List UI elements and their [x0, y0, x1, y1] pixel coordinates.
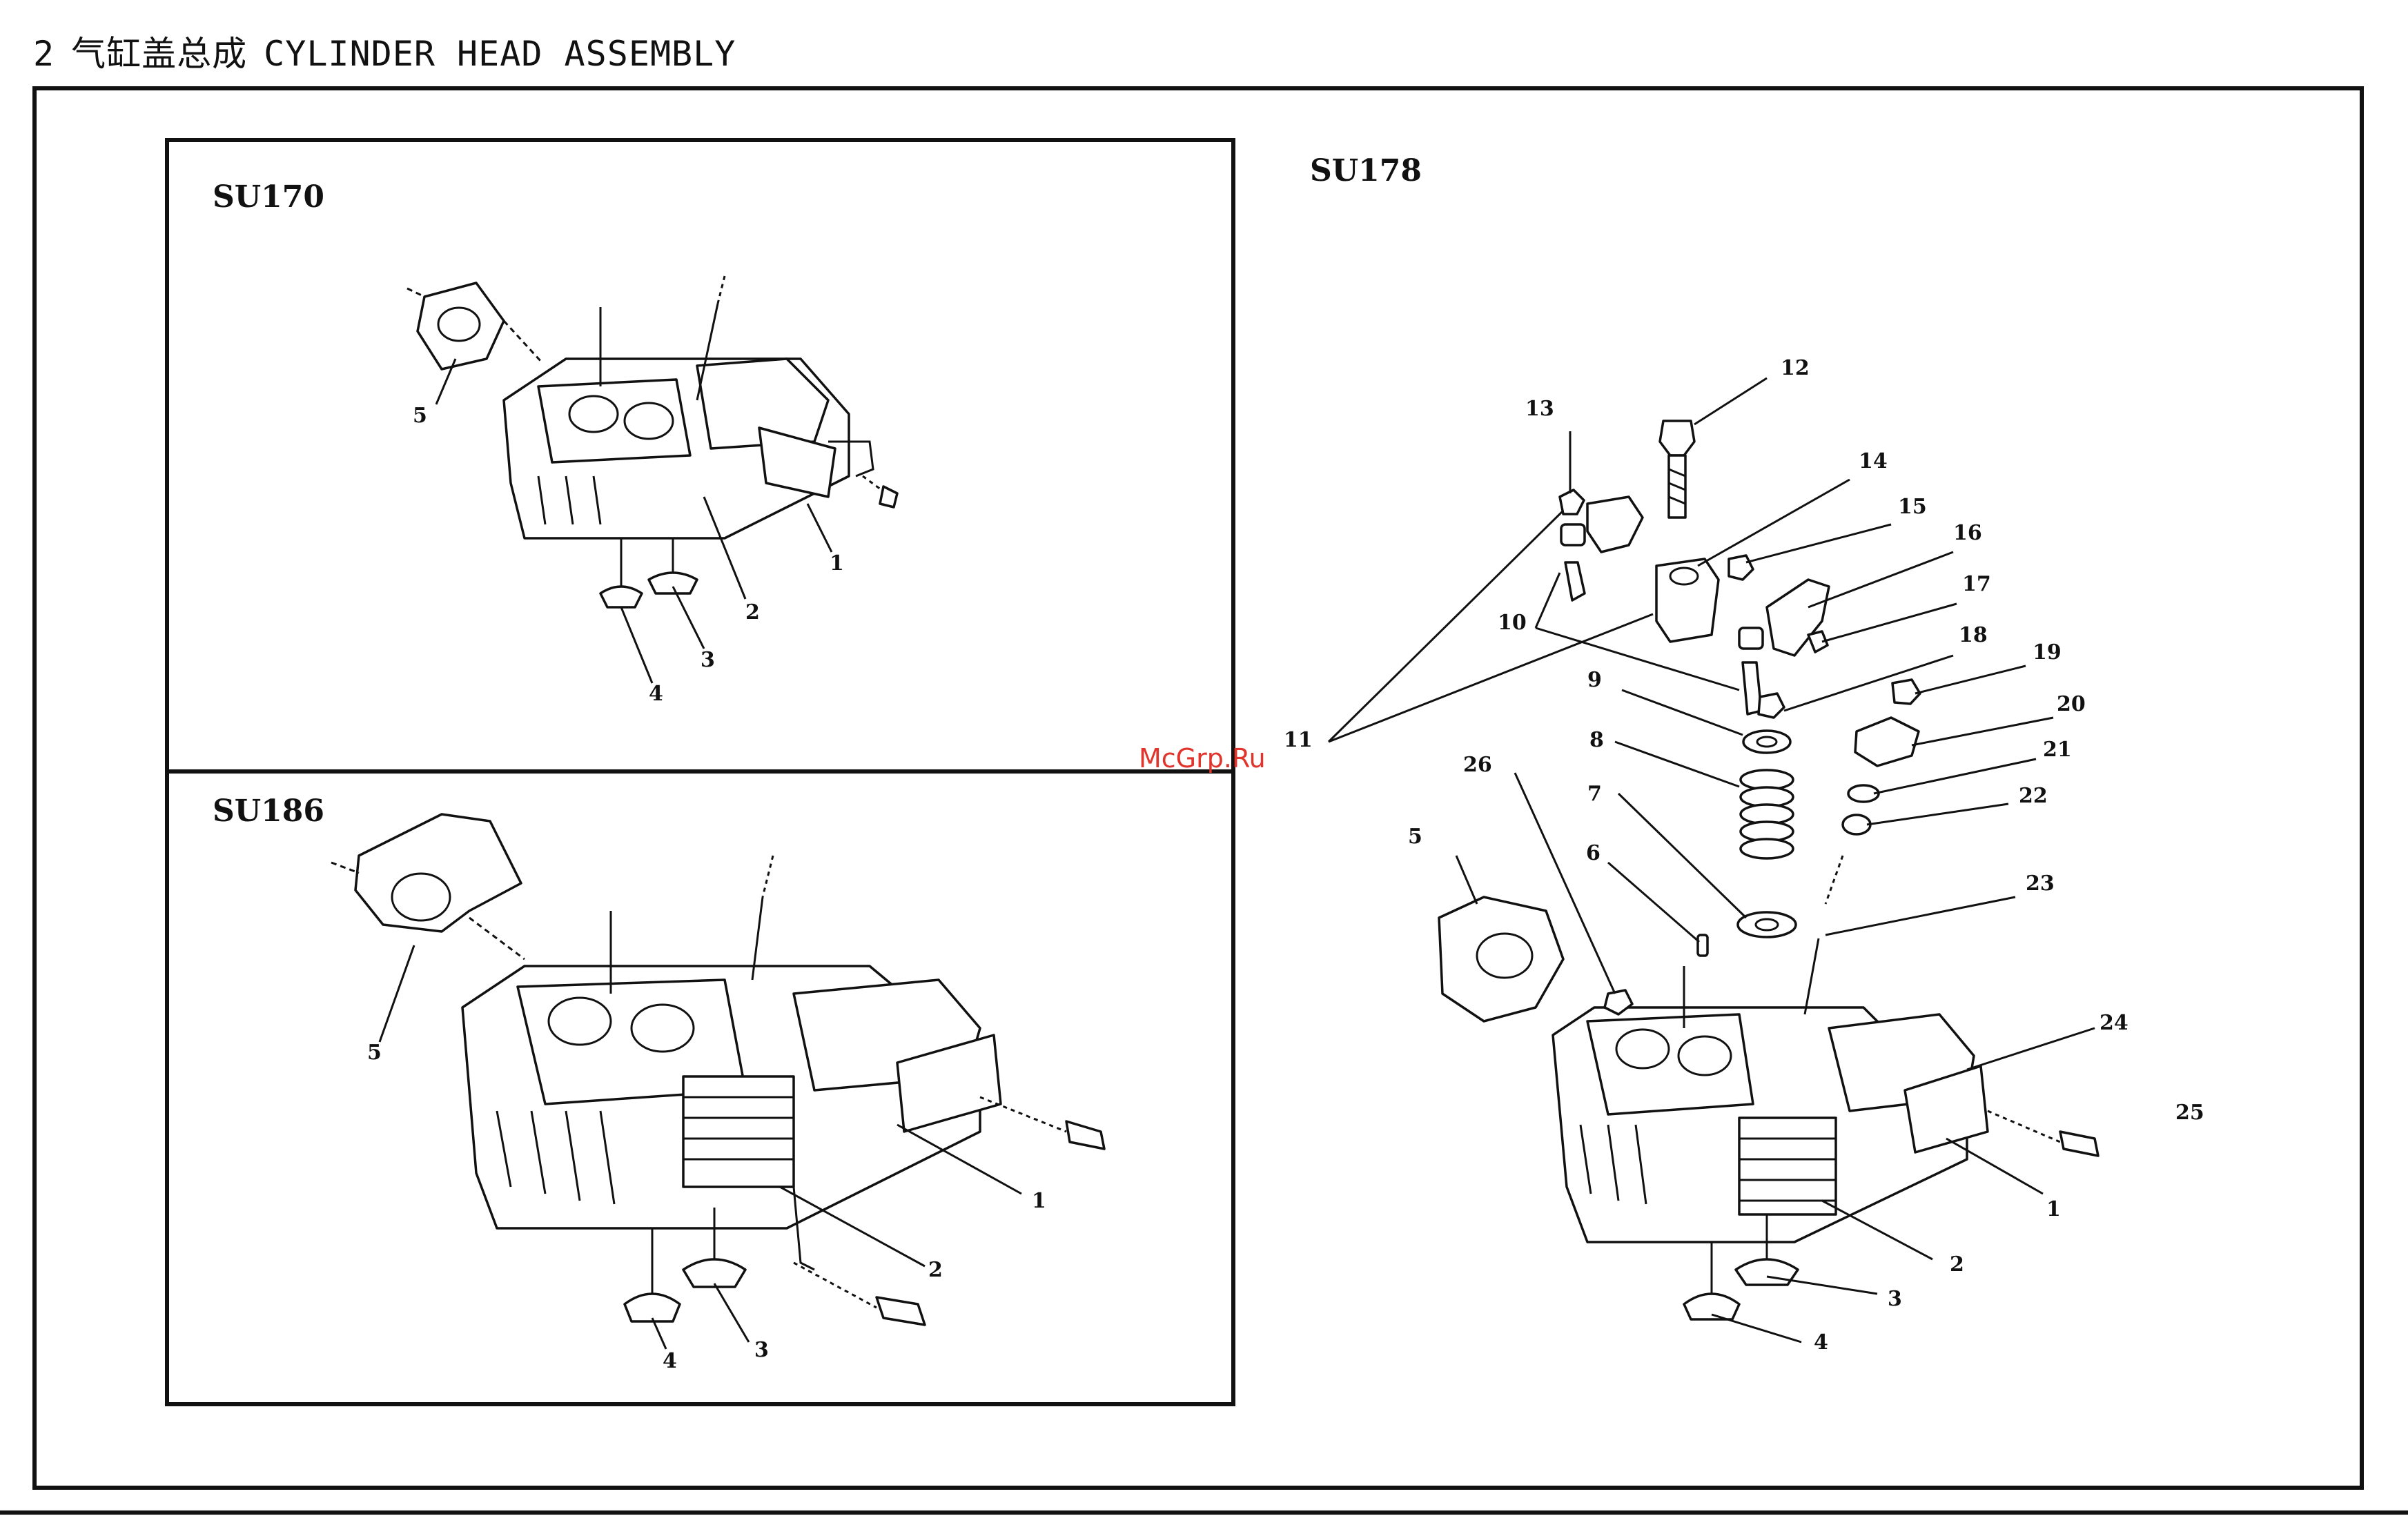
- su170-valves: [600, 538, 697, 607]
- su178-callout-25: 25: [2175, 1101, 2204, 1125]
- su178-nut-18: [1759, 693, 1784, 718]
- su178-bolt-12: [1660, 421, 1694, 455]
- su178-callout-7: 7: [1587, 782, 1602, 806]
- su178-cap-parts: [1825, 680, 1920, 904]
- su178-rocker-support-14: [1656, 559, 1719, 642]
- su178-gasket: [1439, 897, 1563, 1021]
- su178-callout-1: 1: [2046, 1197, 2061, 1221]
- su178-callout-4: 4: [1814, 1330, 1828, 1355]
- su170-callout-2: 2: [745, 600, 760, 624]
- su186-model-label: SU186: [213, 794, 324, 829]
- su178-callout-20: 20: [2057, 692, 2086, 716]
- su178-valve-cap-20: [1855, 718, 1919, 766]
- su178-callout-8: 8: [1589, 728, 1604, 752]
- su186-callout-3: 3: [754, 1338, 769, 1362]
- su178-callout-22: 22: [2019, 784, 2048, 808]
- su178-callout-15: 15: [1898, 495, 1927, 519]
- su186-leader-3: [714, 1283, 749, 1342]
- su178-cylinder-head: [1553, 938, 2098, 1242]
- su170-callout-5: 5: [413, 404, 427, 428]
- su178-seal-22: [1843, 815, 1870, 834]
- su178-spring-seat-7: [1738, 912, 1796, 937]
- su178-callout-19: 19: [2033, 640, 2062, 665]
- su178-callout-16: 16: [1953, 521, 1982, 545]
- su178-callout-11: 11: [1284, 728, 1313, 752]
- su178-pin-6: [1698, 935, 1707, 956]
- su170-panel: SU170: [213, 179, 897, 706]
- su186-cylinder-head: [462, 856, 1104, 1325]
- su170-cylinder-head: [504, 276, 897, 538]
- su178-panel: SU178: [1284, 153, 2204, 1355]
- su178-callout-10: 10: [1498, 611, 1527, 635]
- su178-callout-13: 13: [1525, 397, 1554, 421]
- su178-callout-6: 6: [1586, 841, 1601, 865]
- su178-model-label: SU178: [1310, 153, 1422, 188]
- su178-rocker-arm-left: [1587, 497, 1643, 552]
- su170-callout-3: 3: [701, 648, 715, 672]
- su178-callout-21: 21: [2043, 738, 2072, 762]
- su178-callout-23: 23: [2026, 872, 2055, 896]
- su178-nut-15: [1729, 555, 1753, 580]
- watermark: McGrp.Ru: [1139, 743, 1266, 774]
- su178-callout-26: 26: [1463, 753, 1492, 777]
- outer-frame: [35, 88, 2362, 1488]
- su186-callout-1: 1: [1032, 1189, 1046, 1213]
- su178-callout-24: 24: [2099, 1011, 2128, 1035]
- su186-panel: SU186: [213, 794, 1104, 1373]
- su178-callout-2: 2: [1950, 1252, 1964, 1277]
- su170-leader-4: [621, 607, 652, 683]
- su178-callout-14: 14: [1859, 449, 1888, 473]
- su186-leader-2: [780, 1187, 925, 1266]
- su170-leader-3: [673, 587, 704, 649]
- su178-retainer-9: [1743, 731, 1790, 753]
- su170-callout-4: 4: [649, 682, 663, 706]
- su178-callout-3: 3: [1888, 1287, 1902, 1311]
- su178-bolt-25: [2060, 1132, 2098, 1156]
- su178-callout-18: 18: [1959, 623, 1988, 647]
- su186-leader-5: [380, 945, 414, 1042]
- su178-valve-spring-stack: [1698, 731, 1796, 956]
- su186-gasket: [331, 814, 525, 959]
- su186-callout-2: 2: [928, 1258, 943, 1282]
- su178-spring-8: [1741, 770, 1793, 858]
- su178-nut-19: [1892, 680, 1920, 704]
- su170-leader-1: [807, 504, 832, 552]
- su178-callout-17: 17: [1962, 572, 1991, 596]
- su178-nut-13: [1560, 490, 1584, 514]
- su186-callout-5: 5: [367, 1041, 382, 1065]
- su178-callout-12: 12: [1781, 356, 1810, 380]
- su178-callout-9: 9: [1587, 668, 1602, 692]
- su170-callout-1: 1: [830, 551, 844, 575]
- su170-model-label: SU170: [213, 179, 324, 215]
- su178-callout-5: 5: [1408, 825, 1422, 849]
- su170-gasket: [407, 283, 542, 369]
- su186-callout-4: 4: [663, 1349, 677, 1373]
